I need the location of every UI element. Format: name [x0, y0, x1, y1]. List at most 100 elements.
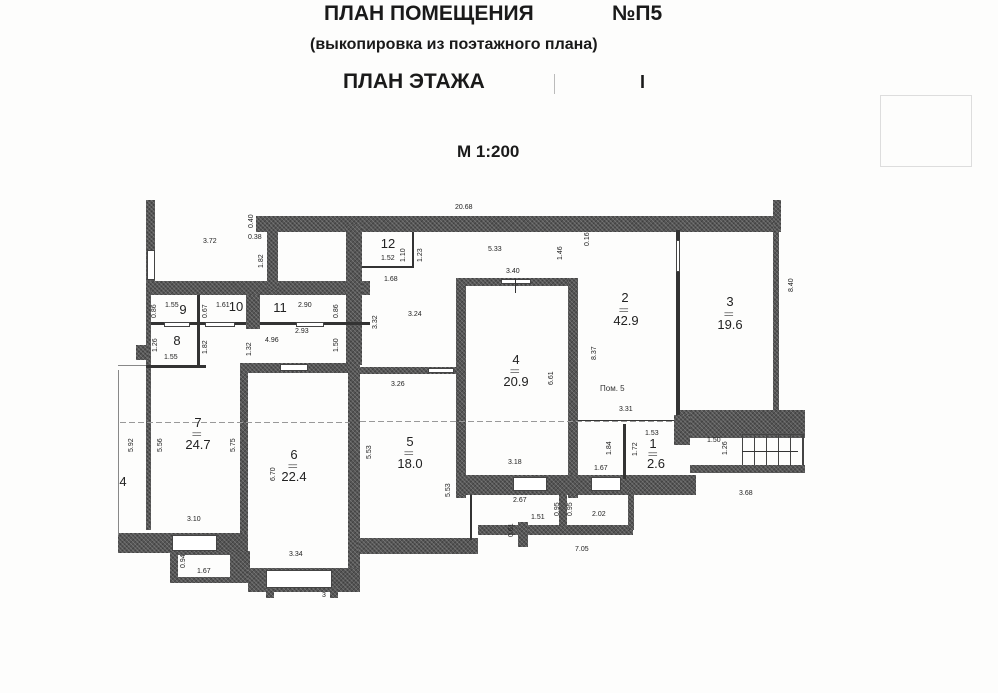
wall-6-5	[348, 363, 360, 588]
dim-3-10: 3.10	[187, 516, 201, 523]
dim-1-46: 1.46	[557, 246, 564, 260]
wall-7-6	[240, 363, 248, 538]
wall-corridor-right	[628, 490, 634, 530]
room-8-number: 8	[173, 333, 181, 348]
small-storage-room	[178, 555, 230, 577]
plan-subtitle: (выкопировка из поэтажного плана)	[310, 36, 598, 53]
door-11	[296, 322, 324, 327]
wall-6-stub-r	[330, 588, 338, 598]
room-4-number: 4	[512, 352, 520, 367]
premise-label: Пом. 5	[600, 384, 625, 393]
dim-0-94: 0.94	[180, 554, 187, 568]
wall-corridor-left	[470, 495, 472, 540]
dim-1-26b: 1.26	[722, 441, 729, 455]
wall-right-stub	[773, 200, 781, 232]
cut-line-5-4-2	[360, 421, 675, 422]
dim-3-34: 3.34	[289, 551, 303, 558]
dim-0-86a: 0.86	[151, 304, 158, 318]
dim-1-23: 1.23	[417, 248, 424, 262]
wall-stair-bottom	[690, 465, 805, 473]
wall-9-10	[197, 295, 200, 365]
dim-6-70: 6.70	[270, 467, 277, 481]
wall-1-right	[674, 415, 690, 445]
wall-6-stub-l	[266, 588, 274, 598]
wall-12-bottom	[362, 266, 414, 268]
dim-1-67b: 1.67	[197, 568, 211, 575]
dim-1-72: 1.72	[632, 442, 639, 456]
dim-1-51: 1.51	[531, 514, 545, 521]
room-10-number: 10	[228, 299, 244, 314]
dim-0-16: 0.16	[584, 232, 591, 246]
dim-5-53a: 5.53	[366, 445, 373, 459]
dim-1-82b: 1.82	[202, 340, 209, 354]
window-6-top	[280, 364, 308, 371]
dim-5-33: 5.33	[488, 246, 502, 253]
window-left-top	[147, 250, 155, 280]
dim-4-96: 4.96	[265, 337, 279, 344]
room-2-separator: ==	[619, 305, 628, 315]
wall-1-left	[623, 424, 626, 479]
plan-number: №П5	[612, 2, 663, 25]
room-6-separator: ==	[288, 461, 297, 471]
dim-3-31: 3.31	[619, 406, 633, 413]
stair-arrow	[742, 451, 798, 452]
room-3-number: 3	[726, 294, 734, 309]
room-2-number: 2	[621, 290, 629, 305]
dim-0-40: 0.40	[248, 214, 255, 228]
dim-1-68: 1.68	[384, 276, 398, 283]
dim-2-93: 2.93	[295, 328, 309, 335]
room-5-number: 5	[406, 434, 414, 449]
room-2-area: 42.9	[613, 313, 639, 328]
redaction-mark	[554, 74, 555, 94]
wall-2-3	[676, 230, 680, 415]
dim-5-53b: 5.53	[445, 483, 452, 497]
wall-left-mid	[146, 290, 151, 530]
dim-1-26a: 1.26	[152, 338, 159, 352]
plan-title: ПЛАН ПОМЕЩЕНИЯ	[324, 2, 534, 25]
room-1-area: 2.6	[646, 456, 666, 471]
dim-1-50b: 1.50	[707, 437, 721, 444]
dim-8-40: 8.40	[788, 278, 795, 292]
wall-corridor-step	[518, 522, 528, 547]
dim-6-61: 6.61	[548, 371, 555, 385]
room-7-area: 24.7	[185, 437, 211, 452]
wall-12-right	[412, 232, 414, 266]
dim-bottom-3: 3	[322, 592, 326, 599]
dim-1-61: 1.61	[216, 302, 230, 309]
dim-7-05: 7.05	[575, 546, 589, 553]
door-4-top	[501, 279, 531, 284]
dim-5-92: 5.92	[128, 438, 135, 452]
dim-1-55a: 1.55	[165, 302, 179, 309]
dim-3-72: 3.72	[203, 238, 217, 245]
dim-1-53: 1.53	[645, 430, 659, 437]
wall-5-4	[456, 278, 466, 498]
dim-1-82: 1.82	[258, 254, 265, 268]
room-5-area: 18.0	[397, 456, 423, 471]
wall-left-top	[146, 200, 155, 285]
dim-1-50a: 1.50	[333, 338, 340, 352]
wall-left-3-1	[267, 225, 278, 290]
outside-label-4: 4	[119, 474, 127, 489]
room-7-separator: ==	[192, 429, 201, 439]
wall-5-bottom	[358, 538, 478, 554]
wall-4-right	[568, 278, 578, 498]
wall-right	[773, 225, 779, 415]
wall-left-entrance	[136, 345, 148, 360]
cut-line-7-6	[120, 422, 350, 423]
room-6-number: 6	[290, 447, 298, 462]
dim-top-total: 20.68	[455, 204, 473, 211]
room-3-separator: ==	[724, 309, 733, 319]
outside-tick-1	[118, 365, 146, 366]
dim-5-56: 5.56	[157, 438, 164, 452]
room-1-separator: ==	[648, 449, 657, 459]
wall-5-top	[358, 367, 458, 374]
wall-10-11	[246, 295, 260, 329]
wall-corridor-mid	[559, 495, 567, 527]
dim-2-02: 2.02	[592, 511, 606, 518]
room-12-number: 12	[380, 236, 396, 251]
dim-0-38: 0.38	[248, 234, 262, 241]
room-4-separator: ==	[510, 366, 519, 376]
wall-mid-horizontal	[146, 281, 370, 295]
dim-2-67: 2.67	[513, 497, 527, 504]
dim-3-18: 3.18	[508, 459, 522, 466]
